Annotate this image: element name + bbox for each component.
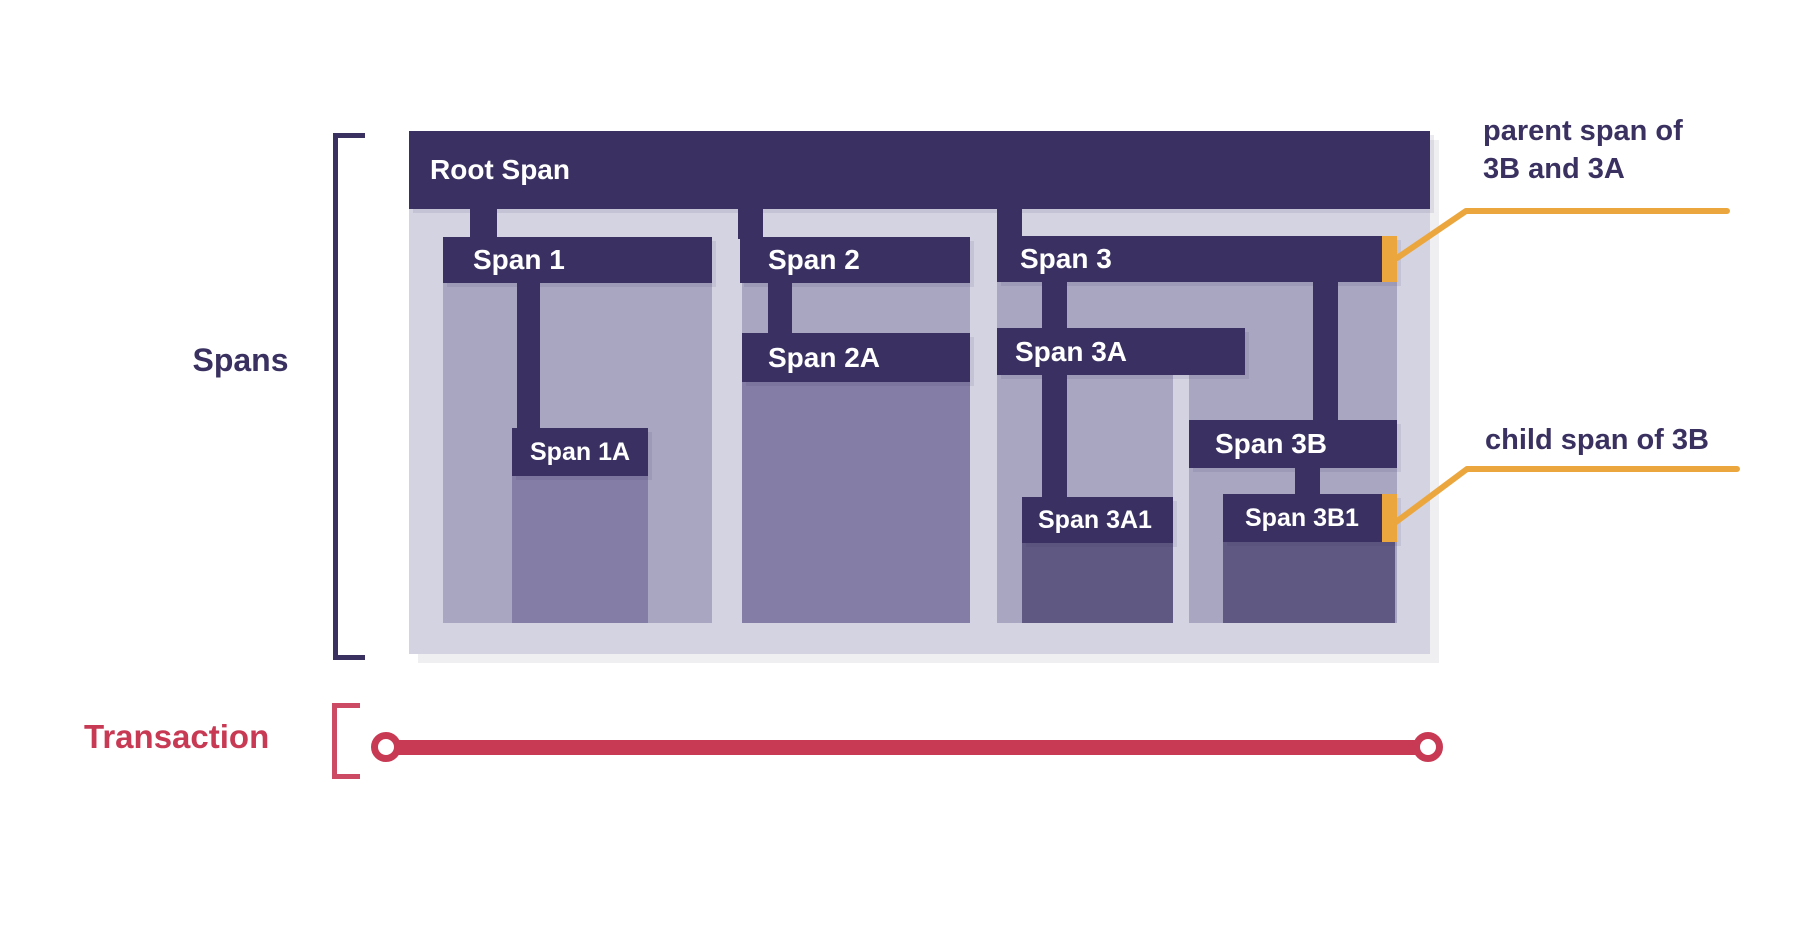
connector-span3-span3b xyxy=(1313,282,1338,420)
child-span-annotation: child span of 3B xyxy=(1485,424,1709,456)
connector-span3a-span3a1 xyxy=(1042,375,1067,497)
connector-root-span3 xyxy=(997,209,1022,236)
span-bar-1: Span 1 xyxy=(443,237,712,283)
transaction-label: Transaction xyxy=(84,718,270,755)
span-bar-3a1-label: Span 3A1 xyxy=(1038,505,1152,534)
parent-span-annotation: parent span of 3B and 3A xyxy=(1483,112,1683,188)
span-bar-3: Span 3 xyxy=(997,236,1397,282)
connector-span1-span1a xyxy=(517,283,540,428)
span2a-duration-body xyxy=(742,382,970,623)
parent-span-highlight-tab xyxy=(1382,236,1397,282)
span-bar-2-label: Span 2 xyxy=(768,244,860,275)
connector-span2-span2a xyxy=(768,283,792,333)
span1a-duration-body xyxy=(512,476,648,623)
span-bar-3b-label: Span 3B xyxy=(1215,428,1328,459)
span-bar-2a: Span 2A xyxy=(742,333,970,382)
child-span-callout-line xyxy=(1393,466,1740,525)
span-bar-3a1: Span 3A1 xyxy=(1022,497,1173,543)
span3a1-duration-body xyxy=(1022,543,1173,623)
span-bar-3b1-label: Span 3B1 xyxy=(1245,503,1359,532)
span-bar-1-label: Span 1 xyxy=(473,244,565,275)
connector-root-span2 xyxy=(738,209,763,239)
span-bar-1a-label: Span 1A xyxy=(530,437,631,466)
span-bar-2a-label: Span 2A xyxy=(768,341,881,373)
span-bar-3a: Span 3A xyxy=(997,328,1245,375)
connector-span3-span3a xyxy=(1042,282,1067,328)
span-bar-2: Span 2 xyxy=(740,237,970,283)
span-bar-3b: Span 3B xyxy=(1189,420,1397,468)
span-bar-1a: Span 1A xyxy=(512,428,648,476)
parent-span-annotation-line2: 3B and 3A xyxy=(1483,153,1625,185)
transaction-timeline xyxy=(395,740,1421,755)
parent-span-annotation-line1: parent span of xyxy=(1483,115,1683,147)
connector-span3b-span3b1 xyxy=(1295,468,1320,494)
transaction-bracket-top-arm xyxy=(332,703,360,708)
spans-bracket-vertical xyxy=(333,133,338,660)
transaction-start-circle xyxy=(371,732,401,762)
spans-label: Spans xyxy=(192,342,289,378)
span-tree-container: Root Span Span 1 Span 2 Span 3 Span 1A S… xyxy=(409,131,1430,654)
span-bar-3b1: Span 3B1 xyxy=(1223,494,1397,542)
connector-root-span1 xyxy=(470,209,497,237)
span3b1-duration-body xyxy=(1223,542,1395,623)
transaction-bracket-vertical xyxy=(332,703,337,779)
spans-bracket-bottom-arm xyxy=(333,655,365,660)
spans-bracket-top-arm xyxy=(333,133,365,138)
child-span-highlight-tab xyxy=(1382,494,1397,542)
span-bar-root-label: Root Span xyxy=(430,154,570,185)
transaction-end-circle xyxy=(1413,732,1443,762)
transaction-bracket-bottom-arm xyxy=(332,774,360,779)
parent-span-callout-line xyxy=(1394,208,1730,261)
span-bar-3-label: Span 3 xyxy=(1020,243,1112,274)
span-bar-root: Root Span xyxy=(409,131,1430,209)
span-bar-3a-label: Span 3A xyxy=(1015,335,1128,367)
